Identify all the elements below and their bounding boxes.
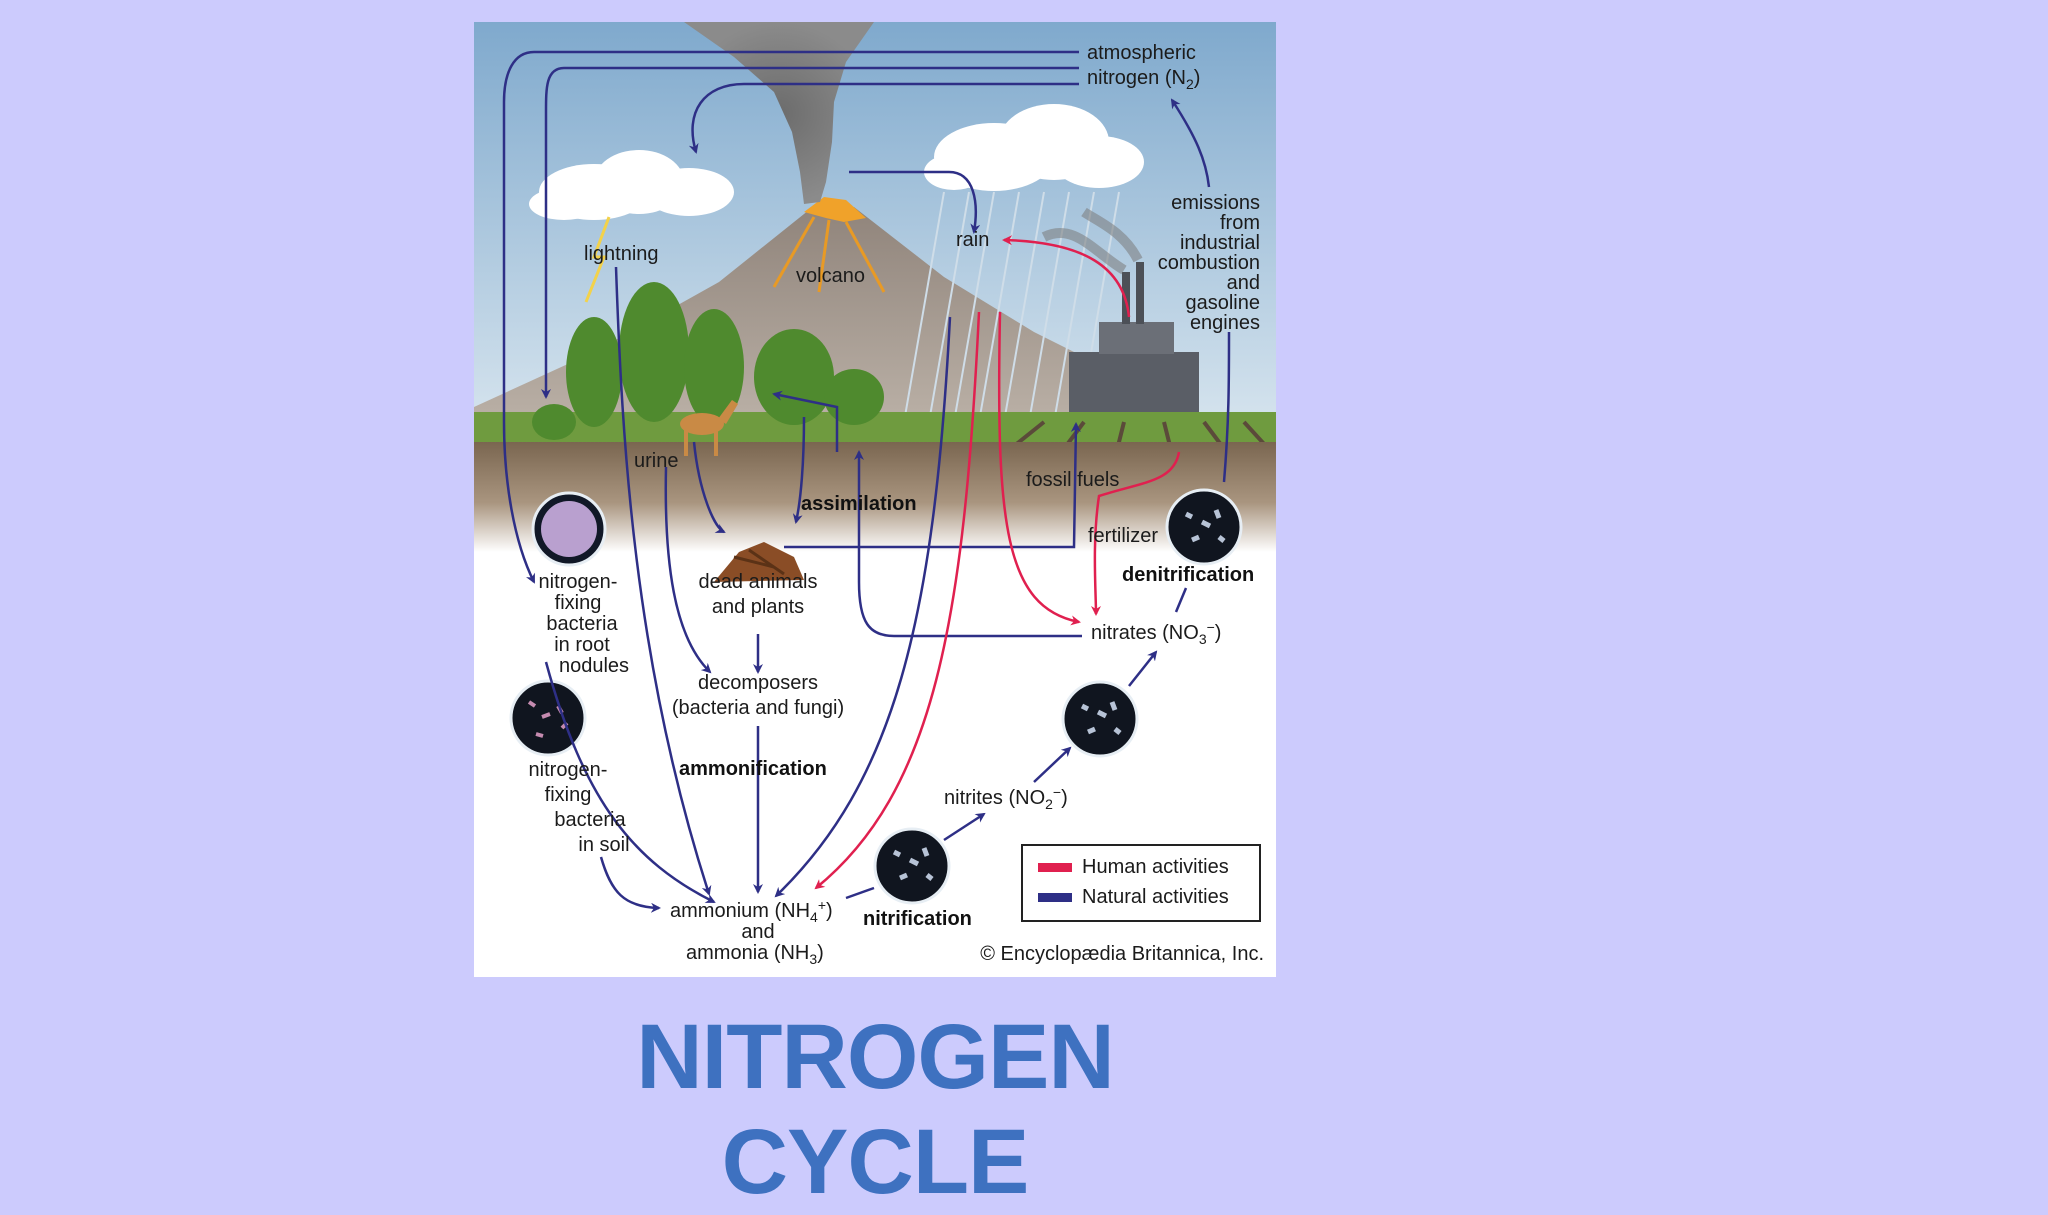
arrow-soil-bacteria-to-ammonium xyxy=(599,856,661,913)
lava-flow-icon xyxy=(772,216,886,293)
svg-text:and: and xyxy=(741,921,774,943)
legend-human-label: Human activities xyxy=(1082,856,1229,878)
cycle-diagram: atmospheric nitrogen (N2) rain lightning… xyxy=(474,22,1276,967)
atmospheric-nitrogen-formula: nitrogen (N2) xyxy=(1087,67,1200,92)
rain-label: rain xyxy=(956,229,989,251)
legend: Human activities Natural activities xyxy=(1021,844,1261,922)
assimilation-label: assimilation xyxy=(801,493,917,515)
arrow-rain-to-ammonium xyxy=(774,316,952,898)
arrow-bacteria-to-nitrates xyxy=(1128,650,1158,687)
legend-natural-label: Natural activities xyxy=(1082,886,1229,908)
arrow-ammonium-to-nitrification xyxy=(845,886,875,900)
svg-text:dead animals: dead animals xyxy=(699,571,818,593)
arrow-plants-to-dead-matter xyxy=(792,416,806,524)
root-nodule-bacteria-icon xyxy=(531,491,607,567)
arrow-nitrification-to-nitrites xyxy=(943,812,986,842)
slide-title: NITROGEN CYCLE xyxy=(636,1006,1115,1213)
legend-natural-swatch xyxy=(1038,893,1072,902)
arrow-urine-to-dead-matter xyxy=(692,441,726,534)
arrow-volcano-to-rain xyxy=(849,170,981,234)
lightning-label: lightning xyxy=(584,243,659,265)
arrow-rain-to-ammonium-human xyxy=(814,311,981,890)
copyright-credit: © Encyclopædia Britannica, Inc. xyxy=(980,943,1264,965)
svg-text:and plants: and plants xyxy=(712,596,804,618)
nitrification-bacteria-icon xyxy=(873,827,951,905)
svg-text:industrial: industrial xyxy=(1180,232,1260,254)
deer-icon xyxy=(680,400,738,456)
ammonium-label: ammonium (NH4+) and ammonia (NH3) xyxy=(670,897,833,967)
dead-matter-label: dead animals and plants xyxy=(699,571,818,618)
nitrates-label: nitrates (NO3−) xyxy=(1091,619,1221,647)
volcano-label: volcano xyxy=(796,265,865,287)
arrow-fertilizer-to-nitrates xyxy=(1090,451,1181,616)
svg-text:nitrogen-: nitrogen- xyxy=(529,759,608,781)
lava-crater-icon xyxy=(804,197,866,222)
arrow-root-bacteria-to-ammonium xyxy=(544,661,716,904)
svg-text:in soil: in soil xyxy=(578,834,629,856)
nitrite-bacteria-icon xyxy=(1061,680,1139,758)
svg-text:nodules: nodules xyxy=(559,655,629,677)
arrow-nitrites-to-bacteria xyxy=(1033,746,1072,783)
svg-text:engines: engines xyxy=(1190,312,1260,334)
svg-text:bacteria: bacteria xyxy=(554,809,626,831)
urine-label: urine xyxy=(634,450,678,472)
svg-text:and: and xyxy=(1227,272,1260,294)
svg-text:in root: in root xyxy=(554,634,610,656)
ammonification-label: ammonification xyxy=(679,758,827,780)
denitrification-label: denitrification xyxy=(1122,564,1254,586)
fossil-fuels-label: fossil fuels xyxy=(1026,469,1119,491)
cloud-left-icon xyxy=(529,150,734,220)
denitrification-bacteria-icon xyxy=(1165,488,1243,566)
svg-text:nitrogen-: nitrogen- xyxy=(539,571,618,593)
svg-text:fixing: fixing xyxy=(545,784,592,806)
svg-text:fixing: fixing xyxy=(555,592,602,614)
svg-text:bacteria: bacteria xyxy=(546,613,618,635)
arrow-atm-to-lightning-cloud xyxy=(688,82,1079,154)
svg-text:gasoline: gasoline xyxy=(1185,292,1260,314)
svg-text:decomposers: decomposers xyxy=(698,672,818,694)
arrow-lightning-to-ammonium xyxy=(614,266,712,896)
lightning-bolt-icon xyxy=(584,216,611,303)
legend-box xyxy=(1021,844,1261,922)
atmospheric-nitrogen-label: atmospheric xyxy=(1087,42,1196,64)
svg-text:emissions: emissions xyxy=(1171,192,1260,214)
root-bacteria-label: nitrogen- fixing bacteria in root nodule… xyxy=(539,571,630,677)
arrow-rain-to-nitrates-human xyxy=(997,311,1081,626)
soil-band xyxy=(474,442,1276,552)
factory-icon xyxy=(1041,207,1199,412)
nitrogen-cycle-illustration: atmospheric nitrogen (N2) rain lightning… xyxy=(474,22,1276,977)
nitrification-label: nitrification xyxy=(863,908,972,930)
decomposers-label: decomposers (bacteria and fungi) xyxy=(672,672,844,719)
svg-text:ammonia (NH3): ammonia (NH3) xyxy=(686,942,824,967)
arrow-urine-to-decomposers xyxy=(664,466,712,674)
emissions-label: emissions from industrial combustion and… xyxy=(1158,192,1260,334)
svg-text:(bacteria and fungi): (bacteria and fungi) xyxy=(672,697,844,719)
arrow-atm-to-root-bacteria xyxy=(502,50,1079,584)
fertilizer-label: fertilizer xyxy=(1088,525,1158,547)
arrow-fossil-fuels-to-factory xyxy=(784,422,1081,549)
svg-text:from: from xyxy=(1220,212,1260,234)
arrow-emissions-to-atm xyxy=(1170,98,1211,188)
svg-text:combustion: combustion xyxy=(1158,252,1260,274)
legend-human-swatch xyxy=(1038,863,1072,872)
arrow-assimilation-to-deer xyxy=(772,390,839,452)
nitrites-label: nitrites (NO2−) xyxy=(944,784,1068,812)
arrow-factory-to-rain xyxy=(1002,235,1131,318)
arrow-atm-to-soil xyxy=(541,66,1079,399)
arrow-denitrification-to-nitrates xyxy=(1174,587,1188,613)
trees-icon xyxy=(532,282,884,440)
arrow-denitrification-to-emissions xyxy=(1222,331,1231,483)
arrow-nitrates-to-assimilation xyxy=(854,450,1082,638)
dead-matter-pile-icon xyxy=(714,542,804,582)
svg-text:ammonium (NH4+): ammonium (NH4+) xyxy=(670,897,833,925)
soil-bacteria-label: nitrogen- fixing bacteria in soil xyxy=(529,759,630,856)
